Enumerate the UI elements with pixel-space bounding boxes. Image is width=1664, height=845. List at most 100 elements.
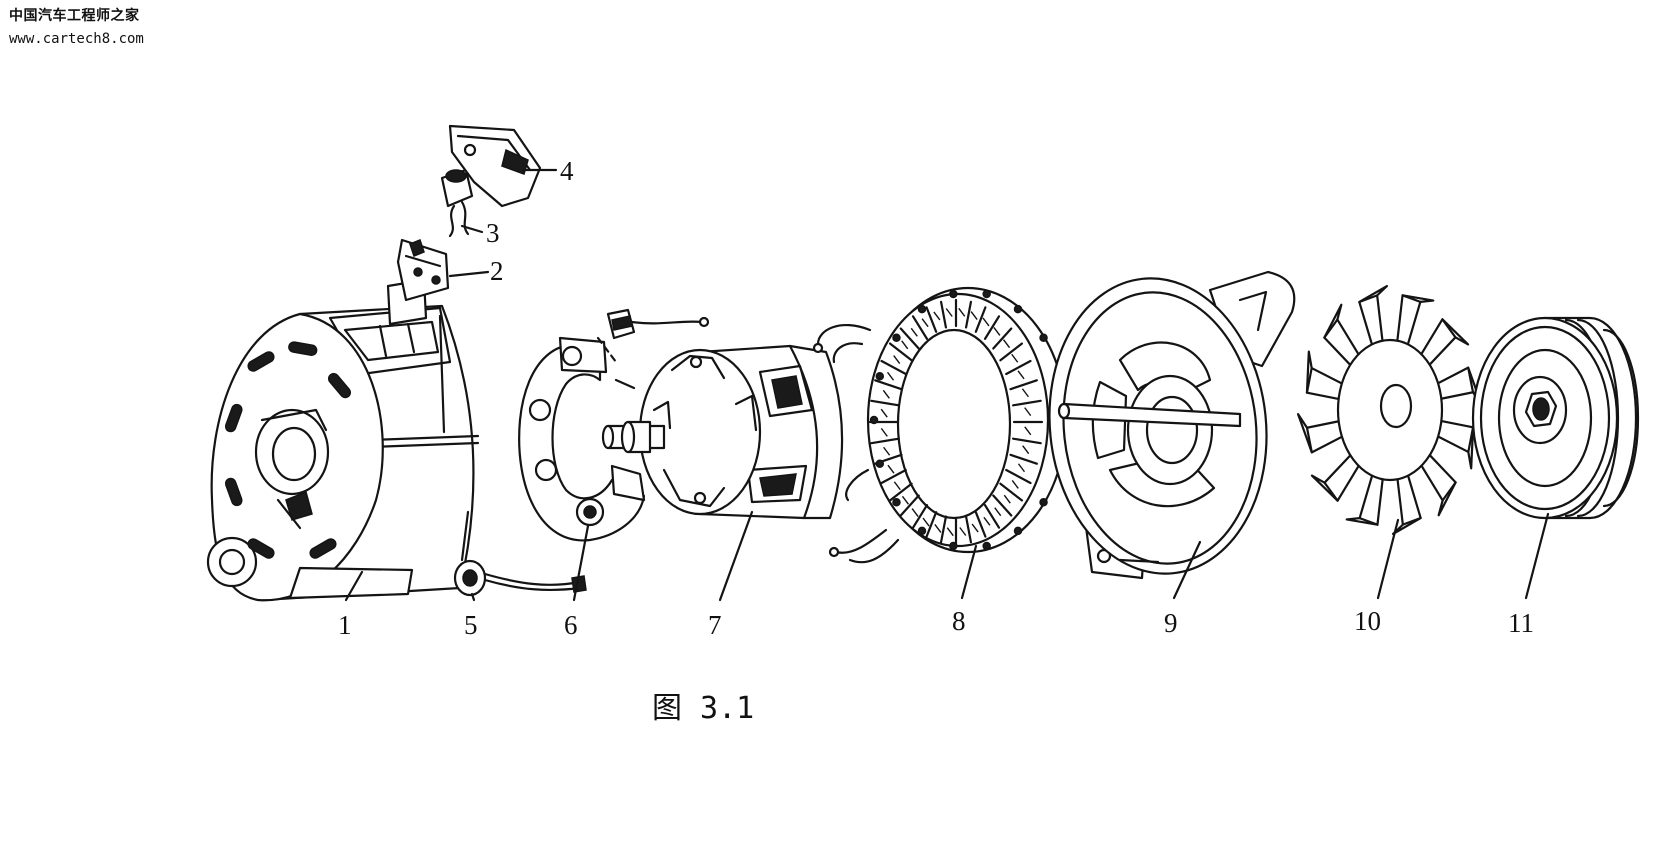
fan-blade-edge xyxy=(1305,426,1313,454)
stator-slot xyxy=(983,315,1001,340)
stator-winding xyxy=(1017,370,1025,380)
rear-housing-drawing xyxy=(206,304,480,602)
stator-slot xyxy=(889,482,913,502)
stator-winding xyxy=(880,408,888,418)
stator-winding xyxy=(921,318,929,328)
stator-winding xyxy=(993,327,1001,336)
part-label-9: 9 xyxy=(1164,608,1178,638)
fan-blade-edge xyxy=(1358,517,1379,526)
fan-blade-edge xyxy=(1401,516,1422,526)
stator-winding-end xyxy=(949,289,958,299)
part-label-10: 10 xyxy=(1354,606,1381,636)
front-housing-drawing xyxy=(1048,270,1296,580)
stator-winding-end xyxy=(1039,498,1048,507)
voltage-regulator-drawing xyxy=(386,238,450,326)
stator-winding xyxy=(959,527,967,536)
stator-winding xyxy=(1024,426,1032,436)
stator-winding xyxy=(880,427,888,437)
stator-winding xyxy=(882,389,890,399)
stator-slot xyxy=(1012,399,1042,407)
stator-slot xyxy=(925,306,938,333)
stator-slot xyxy=(992,494,1013,517)
stator-slot xyxy=(870,399,900,407)
stator-slot xyxy=(1009,379,1038,391)
stator-winding xyxy=(883,446,891,456)
part-label-11: 11 xyxy=(1508,608,1534,638)
rear-housing-vent xyxy=(224,403,243,433)
stator-winding xyxy=(971,523,979,533)
rear-housing-vent xyxy=(327,372,352,399)
stator-winding xyxy=(1017,463,1026,473)
fan-blade-edge xyxy=(1441,318,1457,339)
stator-winding xyxy=(982,317,990,327)
stator-slot xyxy=(939,300,948,329)
stator-slot xyxy=(899,494,920,517)
stator-winding xyxy=(1022,445,1030,455)
part-label-7: 7 xyxy=(708,610,722,640)
stator-winding xyxy=(901,495,910,505)
part-label-8: 8 xyxy=(952,606,966,636)
stator-winding xyxy=(901,340,909,350)
terminal-plug-drawing xyxy=(453,559,587,597)
stator-slot xyxy=(870,437,900,445)
stator-winding xyxy=(887,464,895,474)
stator-winding xyxy=(934,524,942,533)
pulley-drawing xyxy=(1471,316,1640,520)
stator-slot xyxy=(1005,359,1032,376)
stator-winding xyxy=(1003,494,1011,504)
watermark-site-name: 中国汽车工程师之家 xyxy=(9,8,140,24)
stator-winding-end xyxy=(892,333,901,342)
part-label-2: 2 xyxy=(490,256,504,286)
stator-slot xyxy=(880,468,907,485)
stator-slot xyxy=(889,342,913,362)
rear-housing-vents xyxy=(224,341,352,559)
fan-blade-edge xyxy=(1305,366,1313,394)
stator-winding-end xyxy=(869,415,879,425)
rear-housing-vent xyxy=(309,538,337,559)
rectifier-bridge-drawing xyxy=(518,308,710,542)
stator-winding xyxy=(910,327,918,337)
stator-slot xyxy=(880,359,907,376)
stator-slot xyxy=(925,511,938,538)
stator-winding xyxy=(933,311,941,321)
stator-slot xyxy=(1005,468,1032,485)
stator-winding-end xyxy=(1013,304,1023,314)
stator-winding-end xyxy=(982,541,991,551)
fan-blade-edge xyxy=(1401,294,1422,303)
fan-blade-edge xyxy=(1358,294,1379,304)
stator-winding xyxy=(946,527,954,537)
stator-winding-end xyxy=(892,498,901,507)
stator-winding xyxy=(970,311,978,320)
stator-winding-end xyxy=(917,526,927,536)
stator-winding xyxy=(994,507,1002,517)
fan-blade-edge xyxy=(1323,318,1339,339)
stator-winding xyxy=(886,371,895,381)
stator-winding-end xyxy=(875,371,885,381)
stator-slot xyxy=(911,504,929,529)
stator-winding-end xyxy=(1039,333,1048,342)
stator-winding xyxy=(911,508,919,517)
stator-slot xyxy=(911,315,929,340)
cooling-fan-drawing xyxy=(1296,284,1484,536)
terminal-bracket-drawing xyxy=(448,124,542,208)
stator-winding xyxy=(1024,407,1032,417)
stator-drawing xyxy=(812,286,1071,564)
rear-housing-vent xyxy=(224,477,243,507)
stator-slot xyxy=(999,482,1023,502)
rotor-drawing xyxy=(601,344,844,520)
part-label-1: 1 xyxy=(338,610,352,640)
stator-winding xyxy=(1011,353,1019,363)
stator-slot xyxy=(983,504,1001,529)
stator-winding xyxy=(1002,339,1011,349)
stator-slot xyxy=(1012,437,1042,445)
fan-blade-edge xyxy=(1467,366,1475,394)
stator-winding-end xyxy=(1013,526,1023,536)
stator-winding-end xyxy=(875,459,885,469)
watermark-url: www.cartech8.com xyxy=(9,30,144,47)
part-label-6: 6 xyxy=(564,610,578,640)
stator-winding xyxy=(983,516,991,526)
stator-winding-end xyxy=(917,304,927,314)
stator-winding-end xyxy=(949,541,958,551)
rear-housing-vent xyxy=(247,351,275,372)
